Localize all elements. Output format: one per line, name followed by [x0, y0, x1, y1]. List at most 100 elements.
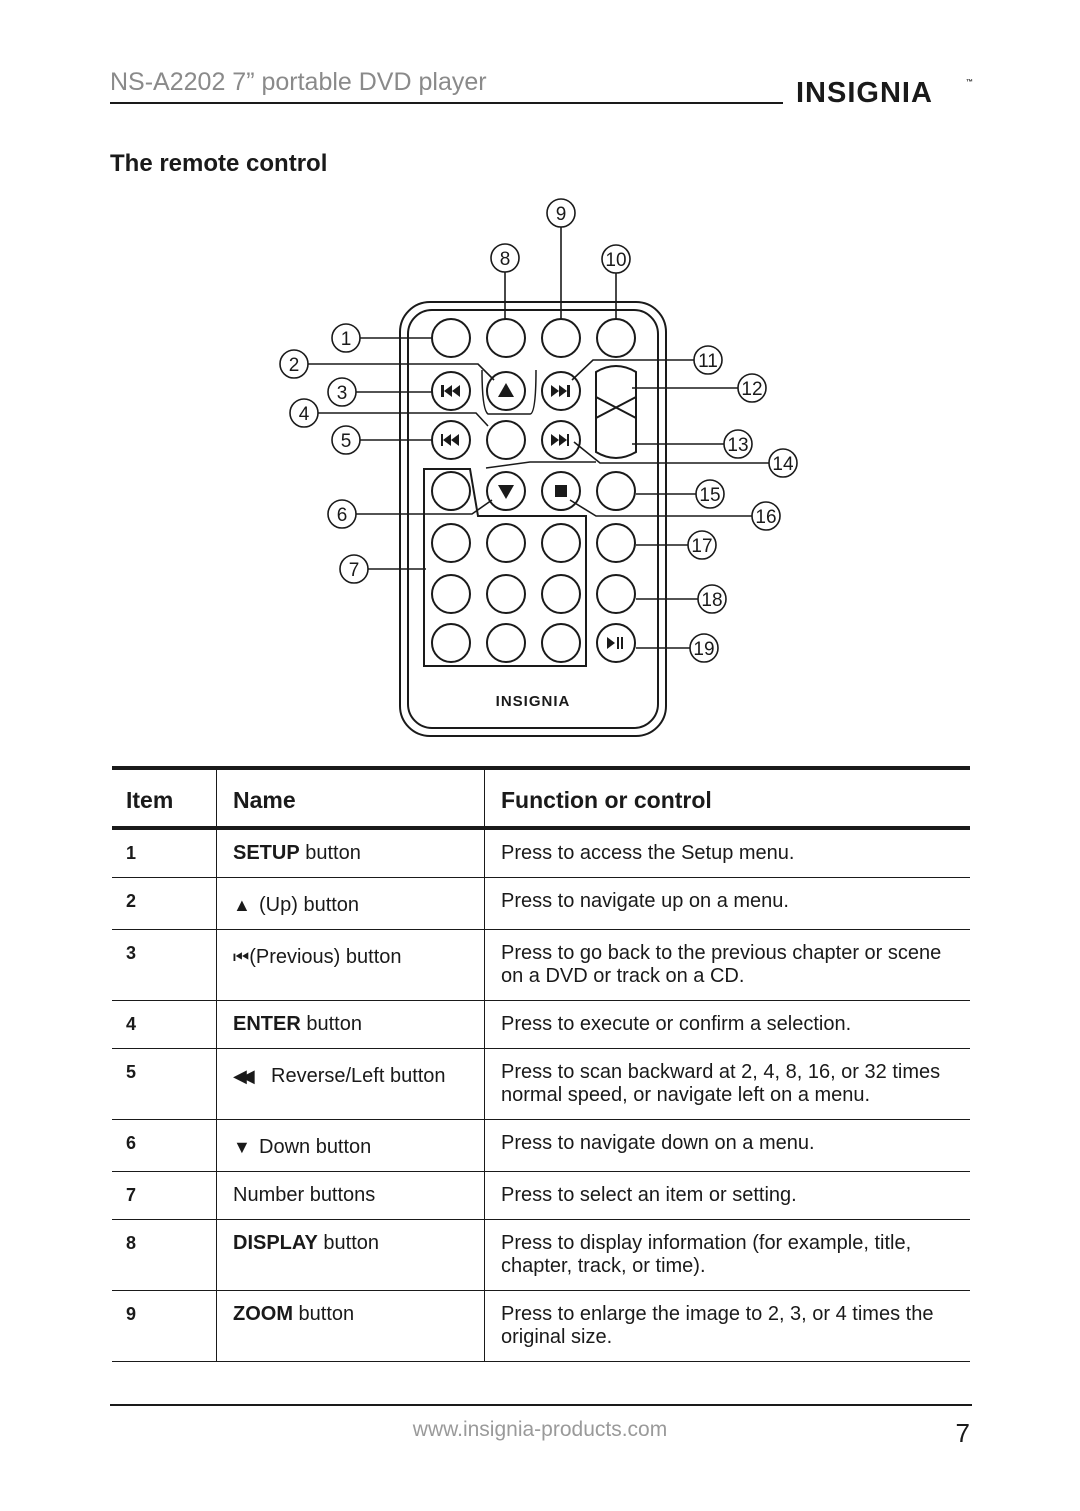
enter-button [486, 420, 526, 460]
callout-13: 13 [727, 435, 748, 456]
footer-url: www.insignia-products.com [412, 1418, 668, 1441]
table-row: 7 Number buttons Press to select an item… [112, 1171, 970, 1220]
item-number: 9 [112, 1290, 217, 1362]
header-function: Function or control [501, 786, 712, 813]
item-name: Number buttons [216, 1171, 485, 1220]
table-row: 4 ENTER button Press to execute or confi… [112, 1000, 970, 1049]
table-row: 1 SETUP button Press to access the Setup… [112, 828, 970, 878]
item-number: 1 [112, 828, 217, 878]
page-number: 7 [955, 1418, 970, 1448]
item-function: Press to navigate up on a menu. [501, 890, 789, 912]
item-function: Press to select an item or setting. [501, 1184, 797, 1206]
remote-items-table: Item Name Function or control 1 SETUP bu… [112, 766, 970, 1362]
item-function: Press to execute or confirm a selection. [501, 1013, 852, 1035]
volume-rocker [595, 365, 637, 459]
up-arrow-icon: ▲ [233, 895, 251, 915]
table-row: 9 ZOOM button Press to enlarge the image… [112, 1290, 970, 1362]
callout-11: 11 [698, 351, 718, 372]
item-name: ◀◀ Reverse/Left button [216, 1048, 485, 1120]
table-row: 3 ⏮(Previous) button Press to go back to… [112, 929, 970, 1001]
callout-19: 19 [693, 639, 714, 660]
item-name: ⏮(Previous) button [216, 929, 485, 1001]
callout-8: 8 [500, 249, 511, 270]
up-arrow-icon [498, 383, 514, 397]
reverse-icon [441, 434, 459, 446]
item-name-rest: Down button [259, 1136, 372, 1158]
item-number: 5 [112, 1048, 217, 1120]
table-row: 2 ▲(Up) button Press to navigate up on a… [112, 877, 970, 930]
remote-diagram: INSIGNIA [279, 198, 798, 737]
item-name: SETUP button [216, 828, 485, 878]
down-arrow-icon: ▼ [233, 1137, 251, 1157]
item-name-bold: SETUP [233, 842, 300, 864]
callout-5: 5 [341, 431, 352, 452]
item-number: 8 [112, 1219, 217, 1291]
callout-15: 15 [699, 485, 720, 506]
item-name: ▲ (Up) button [216, 877, 485, 930]
item-function: Press to display information (for exampl… [501, 1232, 912, 1277]
table-row: 8 DISPLAY button Press to display inform… [112, 1219, 970, 1291]
section-title: The remote control [110, 150, 328, 177]
callout-1: 1 [341, 329, 352, 350]
zoom-button [541, 318, 581, 358]
number-buttons-frame [423, 468, 587, 667]
callout-14: 14 [772, 454, 794, 475]
item-name-rest: Reverse/Left button [271, 1065, 446, 1087]
up-button [486, 371, 526, 411]
item-function: Press to enlarge the image to 2, 3, or 4… [501, 1303, 934, 1348]
table-header-row: Item Name Function or control [112, 768, 970, 828]
callout-17: 17 [691, 536, 712, 557]
item-function: Press to scan backward at 2, 4, 8, 16, o… [501, 1061, 941, 1106]
next-button [541, 371, 581, 411]
item-name-bold: ZOOM [233, 1303, 293, 1325]
callout-18: 18 [701, 590, 722, 611]
remote-button-row4-left [431, 471, 471, 511]
item-function: Press to access the Setup menu. [501, 842, 795, 864]
item-number: 7 [112, 1171, 217, 1220]
item-name-rest: Number buttons [233, 1184, 376, 1206]
item-function: Press to go back to the previous chapter… [501, 942, 942, 987]
insignia-logo-tm: ™ [966, 79, 973, 86]
footer-rule [110, 1404, 972, 1406]
item-name-rest: (Previous) button [249, 946, 402, 968]
callout-16: 16 [755, 507, 776, 528]
item-name-bold: DISPLAY [233, 1232, 318, 1254]
item-name-rest: button [317, 1232, 380, 1254]
remote-body-inner [407, 309, 659, 729]
down-button [486, 471, 526, 511]
previous-icon: ⏮ [233, 947, 250, 967]
item-name-rest: button [300, 1013, 362, 1035]
item-name-bold: ENTER [233, 1013, 301, 1035]
reverse-icon: ◀◀ [233, 1066, 255, 1086]
item-name: DISPLAY button [216, 1219, 485, 1291]
callout-4: 4 [299, 404, 310, 425]
header-name: Name [216, 768, 485, 828]
header-item: Item [112, 768, 217, 828]
next-icon [551, 385, 570, 397]
callout-7: 7 [349, 560, 360, 581]
item-name-rest: (Up) button [259, 894, 360, 916]
setup-button [431, 318, 471, 358]
item-name-rest: button [299, 842, 361, 864]
item-function: Press to navigate down on a menu. [501, 1132, 815, 1154]
item-name-rest: button [293, 1303, 355, 1325]
forward-button [541, 420, 581, 460]
item-number: 4 [112, 1000, 217, 1049]
table-row: 5 ◀◀ Reverse/Left button Press to scan ba… [112, 1048, 970, 1120]
remote-logo-text: INSIGNIA [496, 693, 571, 710]
callout-12: 12 [741, 379, 762, 400]
callout-2: 2 [289, 355, 300, 376]
previous-icon [441, 385, 460, 397]
stop-icon [555, 485, 567, 497]
callout-9: 9 [556, 204, 567, 225]
remote-body-outer [399, 301, 667, 737]
item-name: ENTER button [216, 1000, 485, 1049]
play-pause-icon [607, 637, 623, 649]
remote-button-15 [596, 471, 636, 511]
item-name: ▼ Down button [216, 1119, 485, 1172]
insignia-logo-text: INSIGNIA [796, 77, 933, 109]
forward-icon [551, 434, 569, 446]
callout-6: 6 [337, 505, 348, 526]
callout-10: 10 [605, 250, 626, 271]
down-arrow-icon [498, 485, 514, 499]
